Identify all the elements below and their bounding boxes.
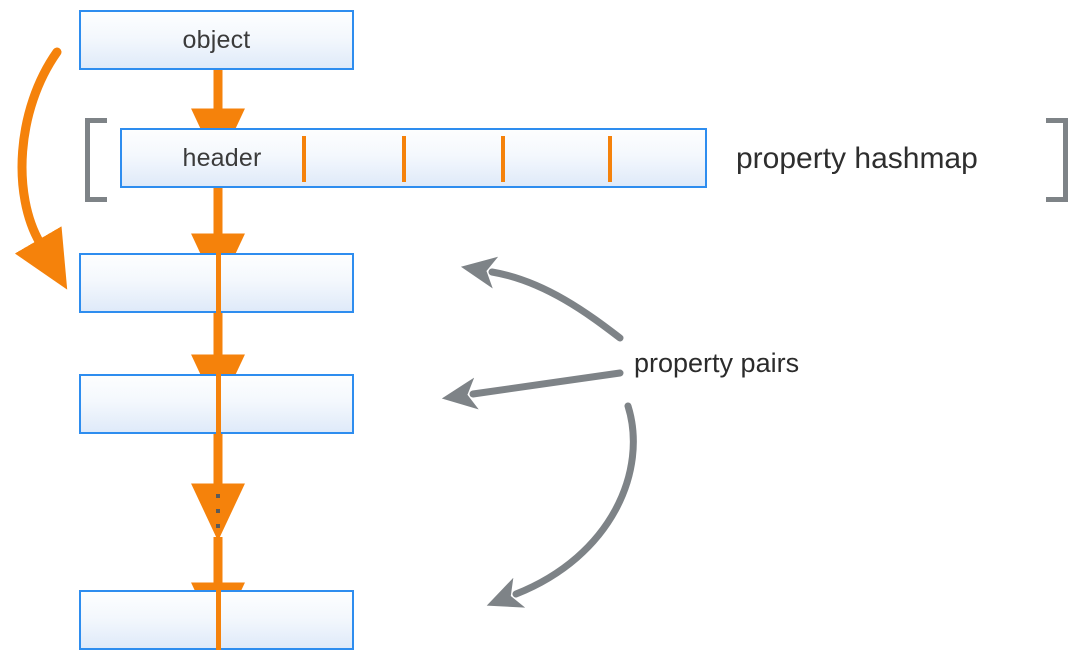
chain-line-in-last-pair xyxy=(216,590,221,650)
hashmap-divider-1 xyxy=(302,136,306,182)
ellipsis-dots xyxy=(216,494,220,528)
callout-arrow-upper xyxy=(460,256,624,342)
object-box-label: object xyxy=(182,25,251,54)
ellipsis-dot xyxy=(216,524,220,528)
header-box-label: header xyxy=(182,143,262,172)
chain-line-in-pair2 xyxy=(216,374,221,434)
chain-line-in-pair1 xyxy=(216,253,221,313)
ellipsis-dot xyxy=(216,509,220,513)
hashmap-divider-2 xyxy=(402,136,406,182)
hashmap-bracket-open xyxy=(85,118,107,202)
hashmap-bracket-close xyxy=(1046,118,1068,202)
ellipsis-dot xyxy=(216,494,220,498)
property-hashmap-box[interactable]: header xyxy=(120,128,707,188)
hashmap-divider-4 xyxy=(608,136,612,182)
callout-arrow-lower xyxy=(486,402,637,608)
callout-arrow-middle xyxy=(441,369,624,410)
chain-line-in-header xyxy=(216,188,221,192)
object-box[interactable]: object xyxy=(79,10,354,70)
hashmap-divider-3 xyxy=(501,136,505,182)
property-hashmap-label: property hashmap xyxy=(736,142,978,175)
arrow-object-to-pairs-curved xyxy=(14,47,68,290)
property-pairs-label: property pairs xyxy=(634,348,800,378)
